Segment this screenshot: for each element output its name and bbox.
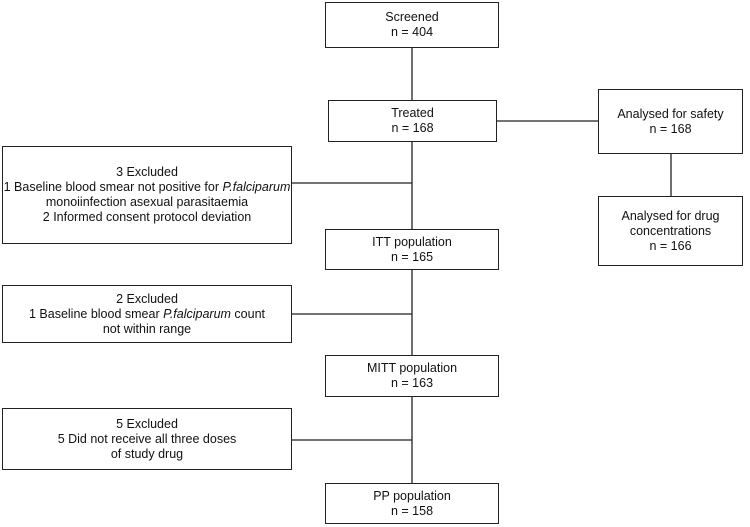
excluded1-line2: 1 Baseline blood smear not positive for … [4,180,291,195]
excluded1-line2-species: P.falciparum [222,180,291,194]
excluded1-line1: 3 Excluded [116,165,178,179]
excluded3-line1: 5 Excluded [116,416,178,431]
pp-count: n = 158 [390,503,434,518]
drug-title-line1: Analysed for drug [621,208,720,223]
box-excluded-1: 3 Excluded 1 Baseline blood smear not po… [2,146,292,244]
excluded1-line4: 2 Informed consent protocol deviation [42,210,252,224]
excluded1-line2-prefix: 1 Baseline blood smear not positive for [3,180,223,194]
safety-title: Analysed for safety [617,106,724,121]
box-drug-concentrations: Analysed for drug concentrations n = 166 [598,196,743,266]
drug-count: n = 166 [649,238,692,253]
excluded1-line3: monoiinfection asexual parasitaemia [45,195,249,209]
excluded2-line1: 2 Excluded [116,291,178,306]
box-excluded-2: 2 Excluded 1 Baseline blood smear P.falc… [2,285,292,343]
treated-title: Treated [391,106,434,120]
box-safety: Analysed for safety n = 168 [598,89,743,154]
itt-title: ITT population [372,234,452,249]
itt-count: n = 165 [390,249,434,264]
box-excluded-3: 5 Excluded 5 Did not receive all three d… [2,408,292,470]
excluded3-line2: 5 Did not receive all three doses [57,431,237,446]
pp-title: PP population [373,488,451,503]
safety-count: n = 168 [649,121,692,136]
screened-count: n = 404 [390,25,434,39]
box-pp: PP population n = 158 [325,483,499,524]
drug-title-line2: concentrations [629,223,712,238]
excluded3-line3: of study drug [110,446,184,461]
box-screened: Screened n = 404 [325,2,499,48]
excluded2-line3: not within range [102,321,192,336]
mitt-count: n = 163 [390,376,434,390]
screened-title: Screened [385,10,439,24]
box-treated: Treated n = 168 [328,100,497,142]
box-mitt: MITT population n = 163 [325,355,499,397]
mitt-title: MITT population [366,361,458,375]
excluded2-line2-prefix: 1 Baseline blood smear [28,306,164,321]
excluded2-line2: 1 Baseline blood smear P.falciparum coun… [29,307,265,322]
box-itt: ITT population n = 165 [325,229,499,270]
treated-count: n = 168 [391,121,434,135]
excluded2-line2-suffix: count [230,306,266,321]
excluded2-line2-species: P.falciparum [163,306,231,321]
